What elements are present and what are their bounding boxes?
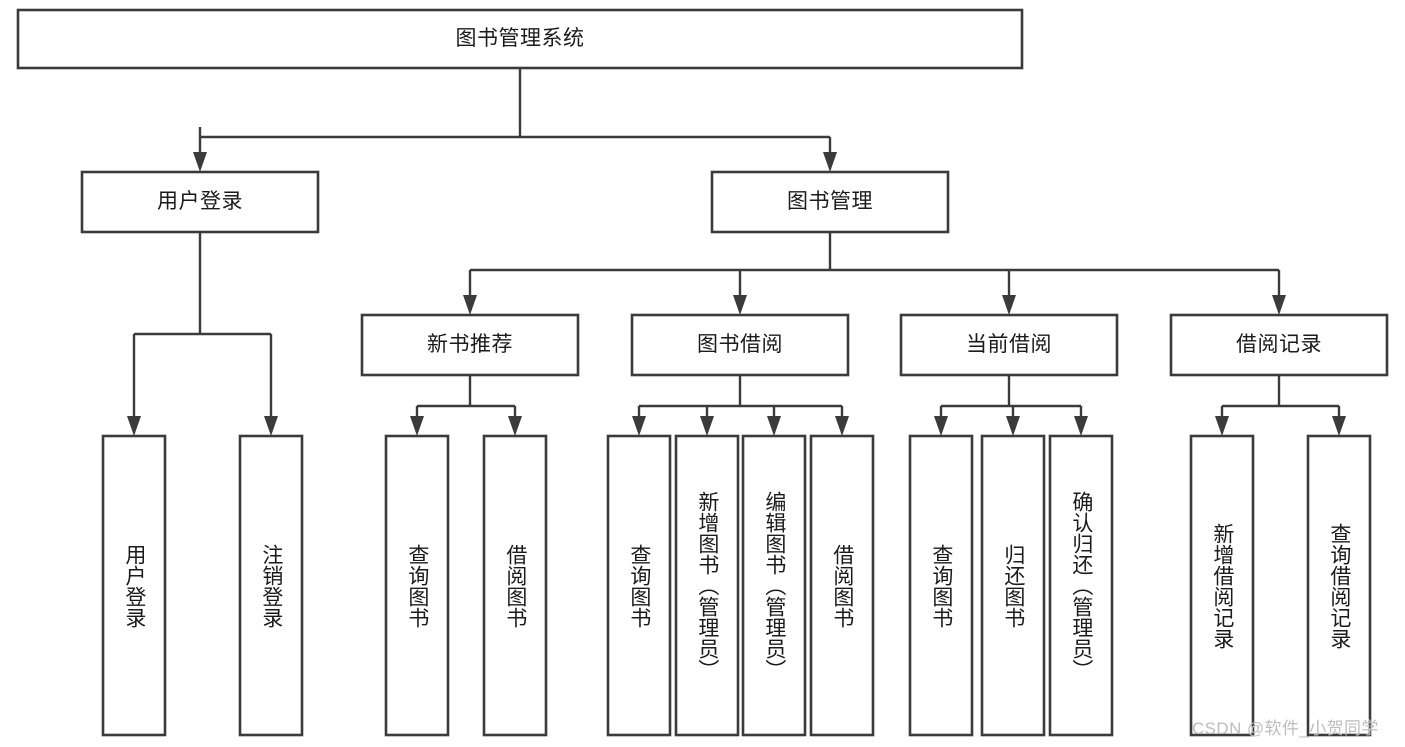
node-box-leaf-user-login[interactable] bbox=[101, 434, 167, 737]
connector-group-borrow-record bbox=[1215, 375, 1346, 436]
arrow-head-leaf-query-book-rec bbox=[410, 416, 424, 436]
connector-group-user-login bbox=[127, 232, 278, 436]
connector-group-new-book-recommend bbox=[410, 375, 522, 436]
node-box-leaf-edit-book[interactable] bbox=[741, 434, 807, 737]
arrow-head-leaf-add-borrow-record bbox=[1215, 416, 1229, 436]
arrow-head-user-login bbox=[193, 152, 207, 172]
node-box-leaf-logout[interactable] bbox=[238, 434, 304, 737]
node-box-book-management[interactable] bbox=[710, 170, 950, 234]
arrow-head-leaf-borrow-book-rec bbox=[508, 416, 522, 436]
arrow-head-leaf-return-book bbox=[1006, 416, 1020, 436]
node-box-leaf-query-book-rec[interactable] bbox=[384, 434, 450, 737]
node-box-leaf-query-borrow-record[interactable] bbox=[1306, 434, 1372, 737]
node-box-leaf-borrow-book[interactable] bbox=[809, 434, 875, 737]
connector-group-book-management bbox=[463, 232, 1286, 315]
csdn-watermark: CSDN @软件_小贺同学 bbox=[1192, 719, 1379, 738]
node-box-book-borrow[interactable] bbox=[630, 313, 850, 377]
node-box-leaf-confirm-return[interactable] bbox=[1048, 434, 1114, 737]
arrow-head-new-book-recommend bbox=[463, 295, 477, 315]
arrow-head-book-management bbox=[823, 152, 837, 172]
connector-group-current-borrow bbox=[934, 375, 1088, 436]
arrow-head-book-borrow bbox=[733, 295, 747, 315]
node-box-leaf-add-borrow-record[interactable] bbox=[1189, 434, 1255, 737]
arrow-head-leaf-edit-book bbox=[767, 416, 781, 436]
arrow-head-leaf-add-book bbox=[700, 416, 714, 436]
node-box-leaf-query-book-borrow[interactable] bbox=[606, 434, 672, 737]
arrow-head-leaf-user-login bbox=[127, 416, 141, 436]
arrow-head-leaf-logout bbox=[264, 416, 278, 436]
node-box-leaf-return-book[interactable] bbox=[980, 434, 1046, 737]
node-box-current-borrow[interactable] bbox=[899, 313, 1119, 377]
arrow-head-current-borrow bbox=[1002, 295, 1016, 315]
arrow-head-leaf-query-book-cur bbox=[934, 416, 948, 436]
node-box-root[interactable] bbox=[16, 8, 1024, 70]
arrow-head-leaf-borrow-book bbox=[835, 416, 849, 436]
node-box-leaf-query-book-cur[interactable] bbox=[908, 434, 974, 737]
node-box-new-book-recommend[interactable] bbox=[360, 313, 580, 377]
arrow-head-leaf-query-borrow-record bbox=[1332, 416, 1346, 436]
node-box-borrow-record[interactable] bbox=[1169, 313, 1389, 377]
node-box-leaf-borrow-book-rec[interactable] bbox=[482, 434, 548, 737]
arrow-head-leaf-confirm-return bbox=[1074, 416, 1088, 436]
connector-group-book-borrow bbox=[632, 375, 849, 436]
arrow-head-borrow-record bbox=[1272, 295, 1286, 315]
node-box-user-login[interactable] bbox=[80, 170, 320, 234]
node-box-leaf-add-book[interactable] bbox=[674, 434, 740, 737]
connector-group-root bbox=[193, 68, 837, 172]
arrow-head-leaf-query-book-borrow bbox=[632, 416, 646, 436]
